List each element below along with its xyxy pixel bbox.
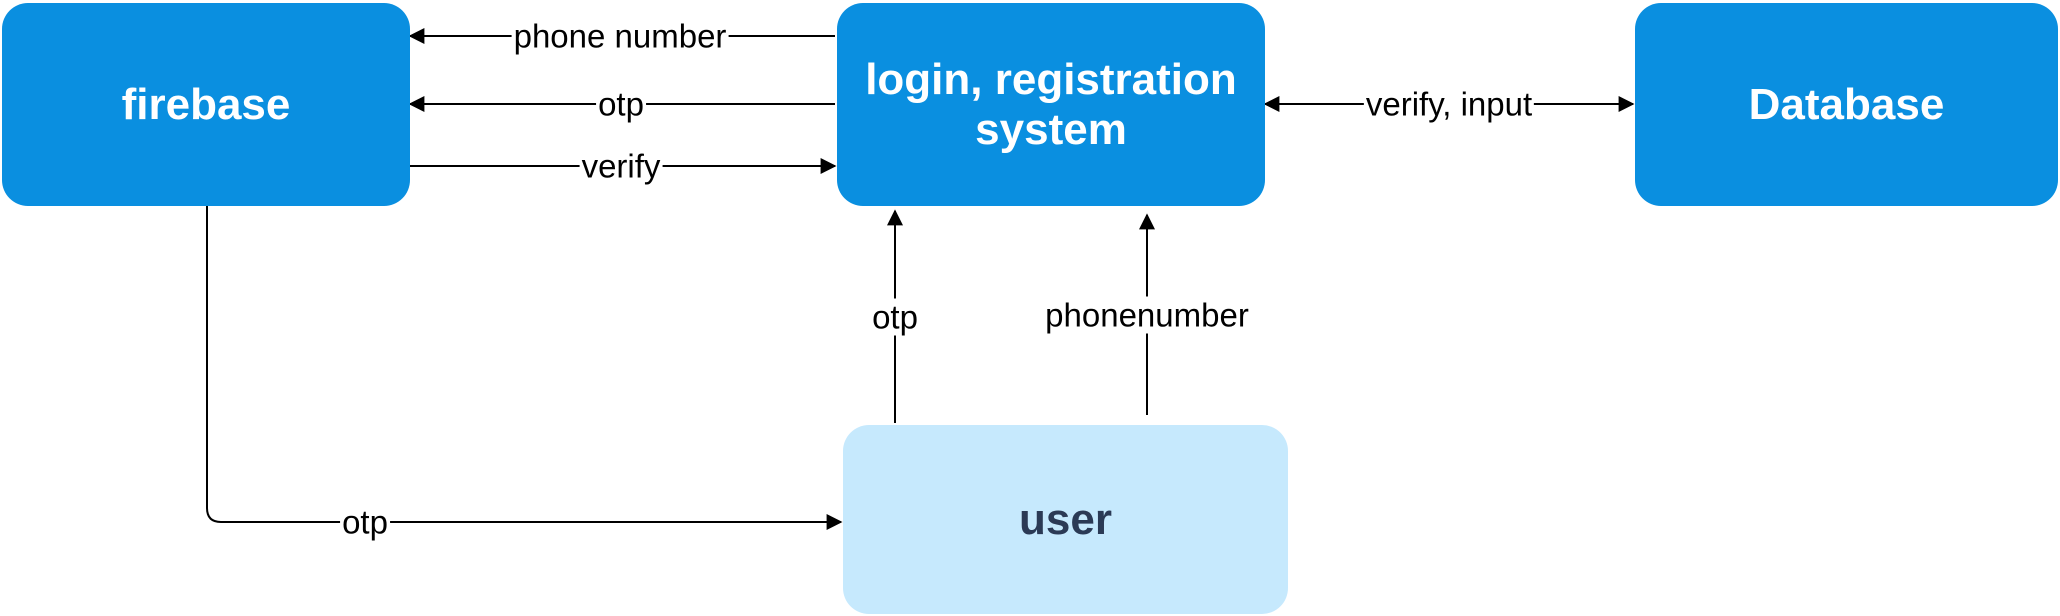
edge-label-otp-to-user: otp [340,503,390,541]
edge-label-verify: verify [579,147,663,185]
edge-firebase-to-user-otp [206,206,843,530]
login-registration-system-node-label: login, registration system [865,55,1237,154]
login-registration-system-node: login, registration system [837,3,1265,206]
edge-label-otp-from-user: otp [870,298,920,336]
user-node: user [843,425,1288,614]
edge-label-phone-number: phone number [511,17,729,55]
database-node-label: Database [1748,79,1945,129]
database-node: Database [1635,3,2058,206]
user-node-label: user [1019,494,1112,544]
edge-label-phonenumber: phonenumber [1043,296,1251,334]
firebase-node: firebase [2,3,410,206]
edge-label-verify-input: verify, input [1363,85,1535,123]
edge-label-otp-to-firebase: otp [596,85,646,123]
firebase-node-label: firebase [121,79,291,129]
